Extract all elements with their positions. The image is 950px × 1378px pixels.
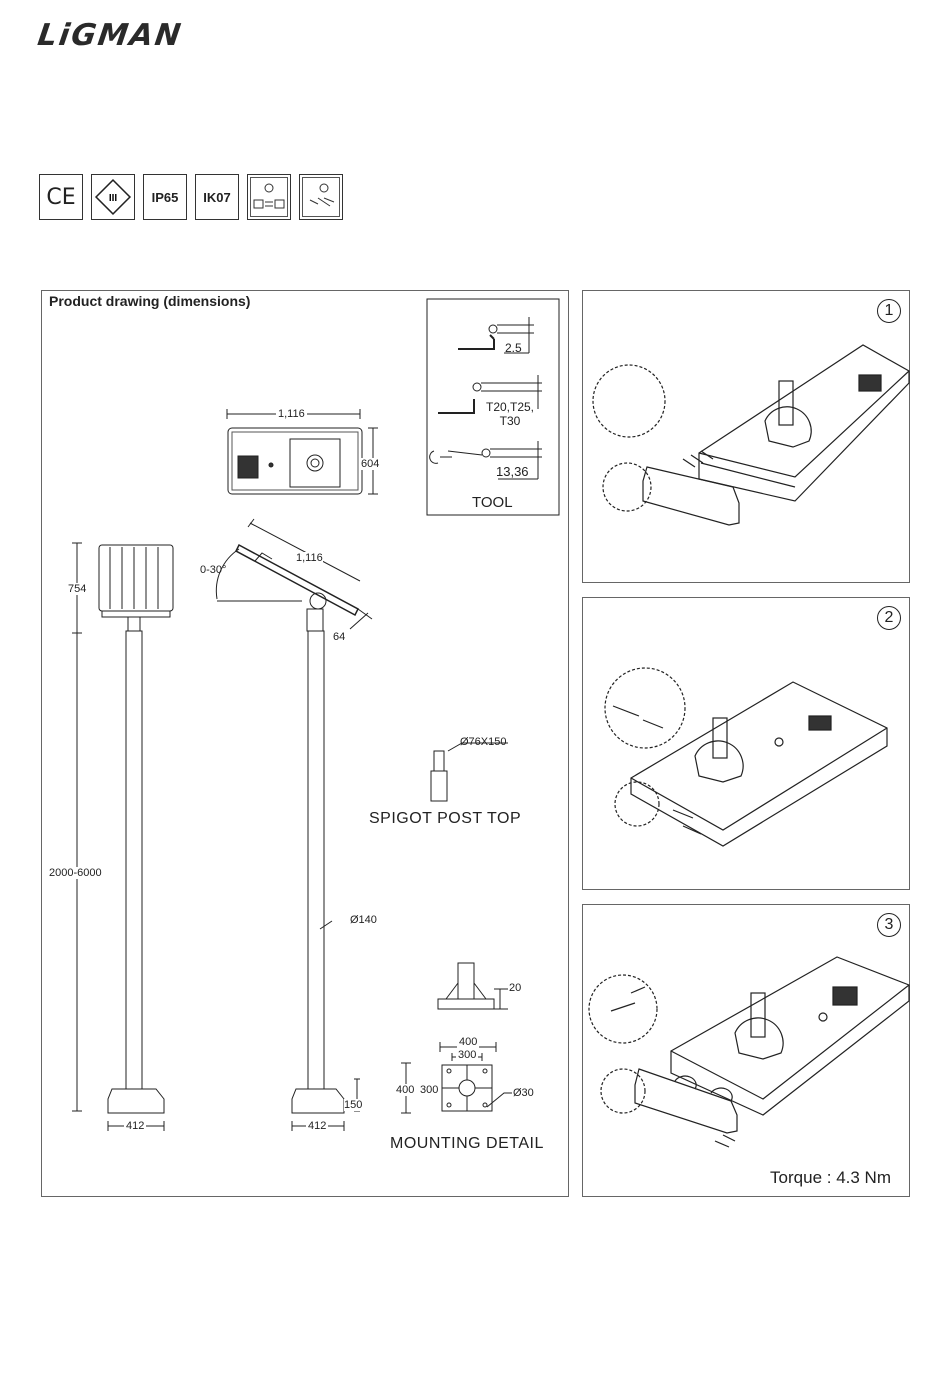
ip-rating-text: IP65: [152, 190, 179, 205]
dim-pole-diameter: Ø140: [350, 914, 377, 926]
class-iii-text: III: [109, 193, 118, 204]
ik-rating-badge: IK07: [195, 174, 239, 220]
dim-top-width: 1,116: [276, 408, 307, 420]
mount-side-outer: 400: [396, 1084, 414, 1096]
class-iii-icon: III: [91, 174, 135, 220]
install-step-1: 1: [582, 290, 910, 583]
tool-torx-line1: T20,T25,: [480, 400, 540, 414]
dim-base-left: 412: [124, 1120, 146, 1132]
spigot-dimension: Ø76X150: [460, 736, 506, 748]
ik-rating-text: IK07: [203, 190, 230, 205]
install-step-3: 3 Torque : 4.3 Nm: [582, 904, 910, 1197]
replaceable-light-source-icon: [299, 174, 343, 220]
ip-rating-badge: IP65: [143, 174, 187, 220]
product-drawing-panel: Product drawing (dimensions): [41, 290, 569, 1197]
brand-logo: LiGMAN: [36, 18, 185, 53]
dim-base-height: 150: [344, 1099, 362, 1111]
mount-outer-width: 400: [457, 1036, 479, 1048]
tool-torx-size: T20,T25, T30: [480, 400, 540, 428]
dim-tilt: 0-30°: [200, 564, 226, 576]
ce-mark-icon: CE: [39, 174, 83, 220]
dim-head-height: 754: [68, 583, 86, 595]
step-3-illustration: [583, 905, 911, 1198]
mount-hole-diameter: Ø30: [513, 1087, 534, 1099]
dim-base-right: 412: [306, 1120, 328, 1132]
dim-top-depth: 604: [361, 458, 379, 470]
step-2-illustration: [583, 598, 911, 891]
tool-torx-line2: T30: [480, 414, 540, 428]
dim-thickness: 64: [333, 631, 345, 643]
tool-label: TOOL: [472, 494, 513, 511]
install-step-2: 2: [582, 597, 910, 890]
mount-inner-width: 300: [456, 1049, 478, 1061]
mount-side-inner: 300: [420, 1084, 438, 1096]
ce-mark-text: CE: [46, 185, 75, 210]
mounting-label: MOUNTING DETAIL: [390, 1135, 544, 1153]
dim-pole-height: 2000-6000: [49, 867, 102, 879]
torque-note: Torque : 4.3 Nm: [770, 1168, 891, 1188]
replaceable-driver-icon: [247, 174, 291, 220]
mount-plate-thickness: 20: [509, 982, 521, 994]
tool-hex-size: 2.5: [505, 341, 522, 355]
step-1-illustration: [583, 291, 911, 584]
dim-side-width: 1,116: [296, 552, 323, 564]
tool-wrench-size: 13,36: [496, 464, 529, 479]
spigot-label: SPIGOT POST TOP: [369, 810, 521, 828]
